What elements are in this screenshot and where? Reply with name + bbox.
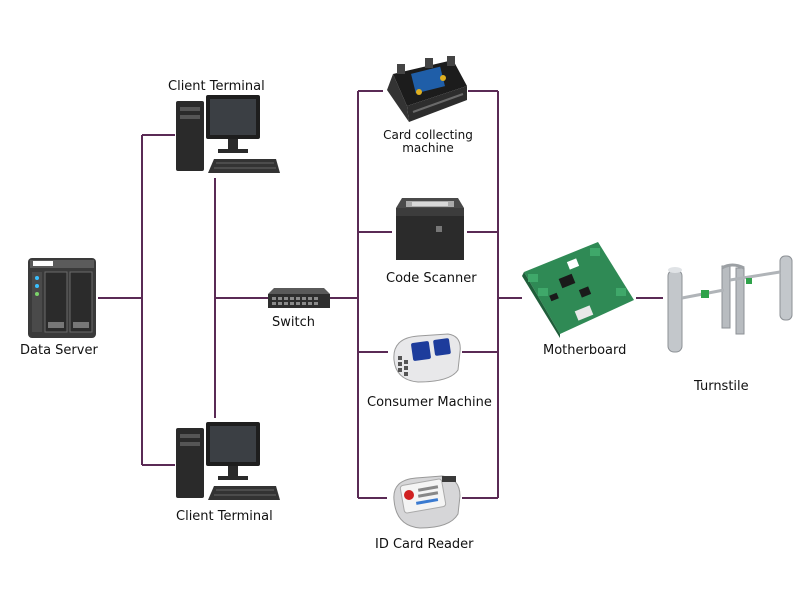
motherboard-label: Motherboard — [543, 343, 627, 358]
id-card-reader-icon — [393, 475, 461, 529]
consumer-machine-icon — [393, 333, 461, 383]
data-server-label: Data Server — [20, 343, 98, 358]
card-collecting-label-line2: machine — [402, 141, 454, 155]
desktop-computer-icon — [176, 422, 280, 500]
code-scanner-label: Code Scanner — [386, 271, 477, 286]
client-terminal-top-label: Client Terminal — [168, 79, 265, 94]
client-terminal-bottom-label: Client Terminal — [176, 509, 273, 524]
switch-label: Switch — [272, 315, 315, 330]
card-collecting-machine-icon — [387, 56, 467, 122]
motherboard-icon — [522, 242, 634, 338]
card-collecting-label-line1: Card collecting — [383, 128, 473, 142]
desktop-computer-icon — [176, 95, 280, 173]
id-card-reader-label: ID Card Reader — [375, 537, 474, 552]
turnstile-label: Turnstile — [694, 379, 749, 394]
turnstile-icon — [667, 255, 793, 353]
network-switch-icon — [268, 288, 330, 308]
wire-group — [98, 90, 663, 499]
nas-server-icon — [28, 258, 96, 338]
card-collecting-label: Card collecting machine — [378, 129, 478, 155]
code-scanner-icon — [396, 198, 464, 260]
consumer-machine-label: Consumer Machine — [367, 395, 492, 410]
